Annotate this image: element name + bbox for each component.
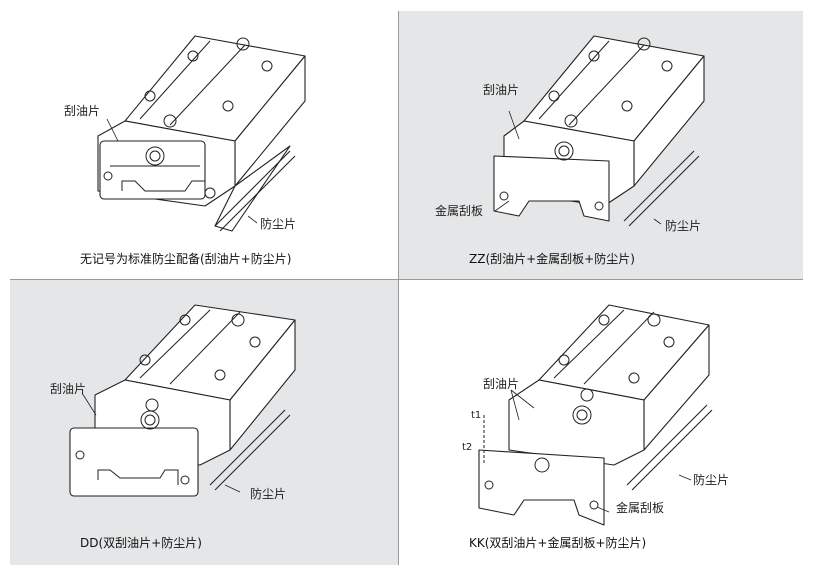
linear-guide-block-illustration [478, 304, 713, 526]
linear-guide-block-illustration [69, 304, 296, 497]
t1-label: t1 [471, 410, 482, 421]
t2-label: t2 [462, 442, 473, 453]
metal-scraper-label: 金属刮板 [435, 204, 484, 218]
dust-seal-label: 防尘片 [250, 487, 287, 501]
linear-guide-block-illustration [97, 35, 306, 232]
wiper-label: 刮油片 [483, 377, 520, 391]
panel-zz: 刮油片 金属刮板 防尘片 ZZ(刮油片+金属刮板+防尘片) [399, 11, 803, 279]
panel-dd: 刮油片 防尘片 DD(双刮油片+防尘片) [10, 280, 398, 565]
wiper-label: 刮油片 [483, 83, 520, 97]
panel-caption: ZZ(刮油片+金属刮板+防尘片) [469, 252, 635, 266]
metal-scraper-label: 金属刮板 [616, 501, 665, 515]
panel-kk: 刮油片 t1 t2 防尘片 金属刮板 KK(双刮油片+金属刮板+防尘片) [399, 280, 803, 565]
vertical-divider [398, 11, 399, 565]
wiper-label: 刮油片 [64, 104, 101, 118]
dust-seal-label: 防尘片 [665, 219, 702, 233]
horizontal-divider [10, 279, 803, 280]
panel-standard: 刮油片 防尘片 无记号为标准防尘配备(刮油片+防尘片) [10, 11, 398, 279]
panel-caption: KK(双刮油片+金属刮板+防尘片) [469, 536, 647, 550]
panel-caption: DD(双刮油片+防尘片) [80, 536, 202, 550]
linear-guide-block-illustration [493, 35, 705, 227]
dust-seal-label: 防尘片 [260, 217, 297, 231]
wiper-label: 刮油片 [50, 382, 87, 396]
panel-caption: 无记号为标准防尘配备(刮油片+防尘片) [80, 252, 292, 266]
dust-seal-label: 防尘片 [693, 473, 730, 487]
